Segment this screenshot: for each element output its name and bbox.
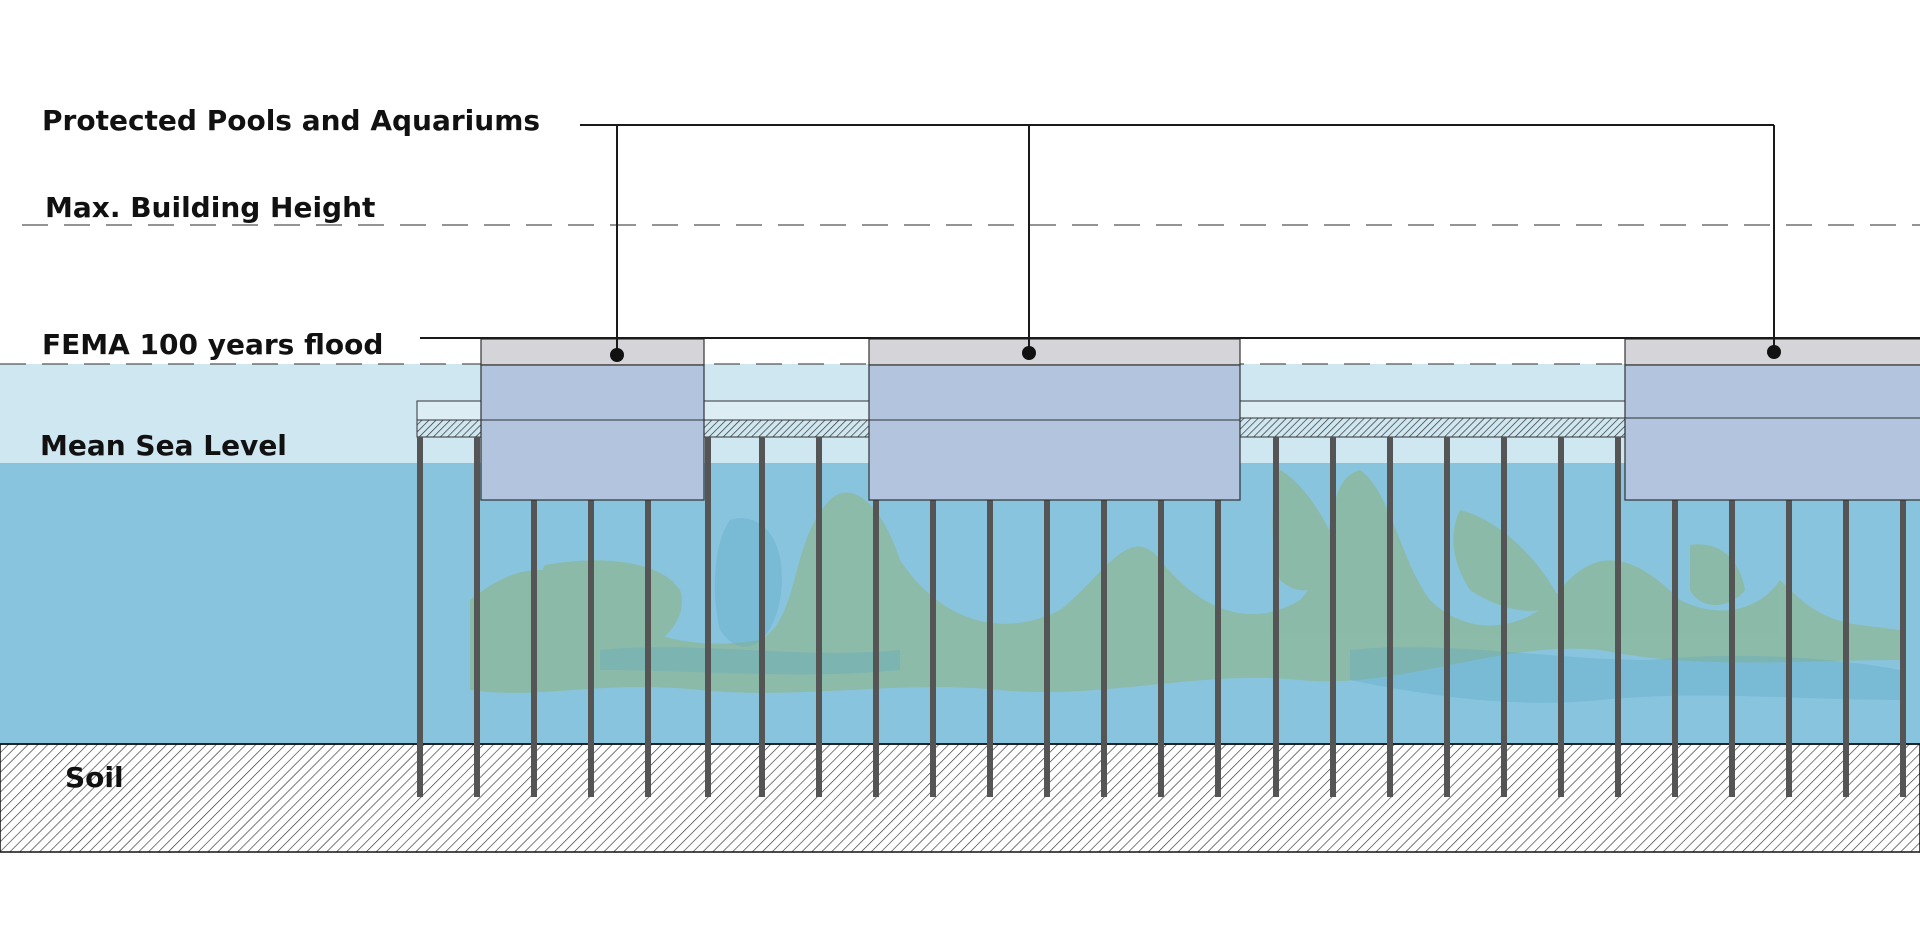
water-shadow-shape bbox=[1350, 647, 1900, 703]
water-shadow-shape bbox=[600, 647, 900, 675]
pile bbox=[531, 437, 537, 797]
mean-sea-level-label: Mean Sea Level bbox=[40, 429, 287, 462]
pile bbox=[1558, 437, 1564, 797]
leader-lines bbox=[580, 124, 1781, 362]
module-2 bbox=[868, 338, 1241, 501]
seagrass-shape bbox=[1272, 470, 1340, 591]
seagrass-shape bbox=[470, 470, 1900, 693]
pile bbox=[474, 437, 480, 797]
walkway-railing bbox=[703, 400, 870, 421]
pile bbox=[1672, 437, 1678, 797]
walkway-deck bbox=[1239, 417, 1626, 438]
module-3 bbox=[1624, 338, 1920, 501]
water-shadow-group bbox=[600, 518, 1900, 703]
seagrass-shape bbox=[479, 599, 568, 691]
module-1 bbox=[480, 338, 705, 501]
pile bbox=[873, 437, 879, 797]
leader-dot bbox=[1767, 345, 1781, 359]
leader-dot bbox=[610, 348, 624, 362]
pile bbox=[1843, 437, 1849, 797]
max-building-height-label: Max. Building Height bbox=[45, 191, 376, 224]
piles-group bbox=[417, 437, 1906, 797]
pile bbox=[1273, 437, 1279, 797]
pile bbox=[417, 437, 423, 797]
module-body bbox=[1624, 364, 1920, 501]
pile bbox=[1615, 437, 1621, 797]
soil-label: Soil bbox=[65, 761, 124, 794]
walkway-railing bbox=[1239, 400, 1626, 419]
pile bbox=[930, 437, 936, 797]
pile bbox=[1729, 437, 1735, 797]
walkway-deck bbox=[703, 419, 870, 438]
module-body bbox=[480, 364, 705, 501]
pile bbox=[816, 437, 822, 797]
pile bbox=[1387, 437, 1393, 797]
pile bbox=[1900, 437, 1906, 797]
pile bbox=[1501, 437, 1507, 797]
pile bbox=[1101, 437, 1107, 797]
module-top bbox=[868, 338, 1241, 366]
pile bbox=[1215, 437, 1221, 797]
pile bbox=[1044, 437, 1050, 797]
pile bbox=[759, 437, 765, 797]
module-top bbox=[480, 338, 705, 366]
module-body bbox=[868, 364, 1241, 501]
pile bbox=[645, 437, 651, 797]
pile bbox=[588, 437, 594, 797]
pile bbox=[1786, 437, 1792, 797]
pile bbox=[1158, 437, 1164, 797]
pile bbox=[987, 437, 993, 797]
walkway-railing bbox=[416, 400, 482, 421]
water-shadow-shape bbox=[714, 518, 782, 647]
pile bbox=[1444, 437, 1450, 797]
protected-pools-label: Protected Pools and Aquariums bbox=[42, 104, 541, 137]
walkway-deck bbox=[416, 419, 482, 438]
fema-flood-label: FEMA 100 years flood bbox=[42, 328, 384, 361]
pile bbox=[1330, 437, 1336, 797]
soil-ground bbox=[0, 743, 1920, 853]
leader-dot bbox=[1022, 346, 1036, 360]
pile bbox=[705, 437, 711, 797]
